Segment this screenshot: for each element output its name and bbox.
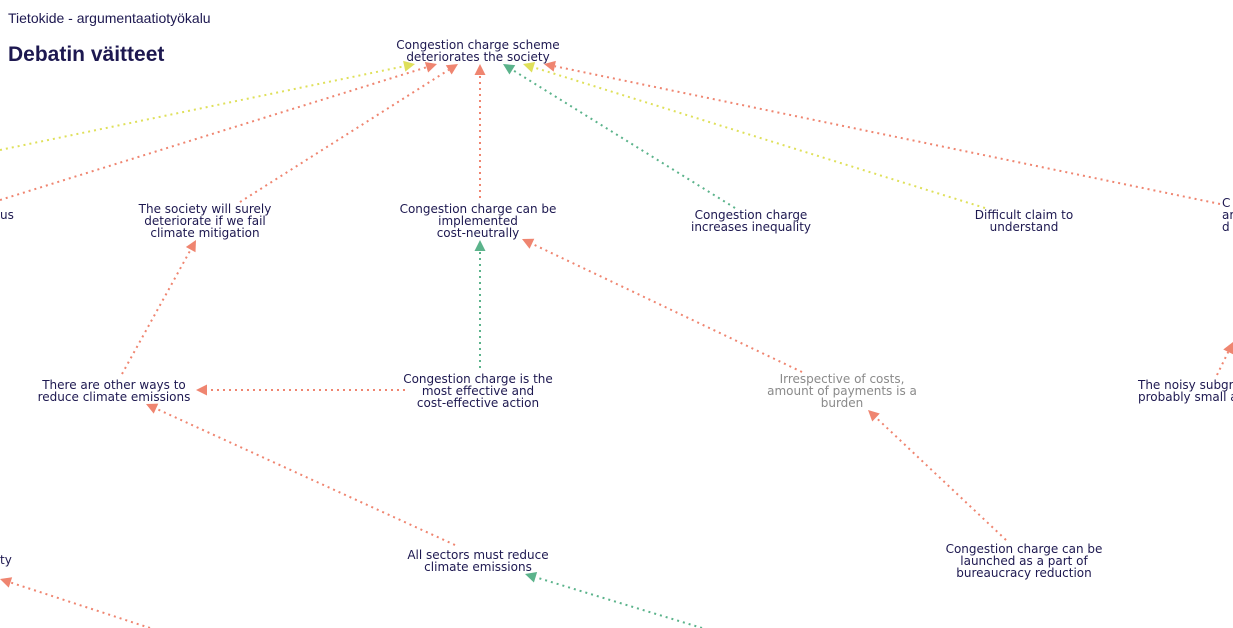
claim-node-line: Congestion charge scheme bbox=[396, 38, 559, 52]
claim-node-line: climate emissions bbox=[424, 560, 532, 574]
edge-arrowhead bbox=[196, 384, 207, 396]
claim-node-line: bureaucracy reduction bbox=[956, 566, 1092, 580]
claim-node-line: us bbox=[0, 208, 14, 222]
edge-arrowhead bbox=[146, 403, 159, 414]
edge-arrowhead bbox=[403, 60, 415, 72]
edge-attack-bureaucracy-to-burden bbox=[875, 416, 1007, 541]
claim-node-burden[interactable]: Irrespective of costs,amount of payments… bbox=[767, 372, 917, 410]
edge-attack-all-sectors-to-other-ways bbox=[155, 407, 456, 546]
edge-attack-other-ways-to-fail-mitigation bbox=[121, 249, 192, 375]
claim-node-line: Difficult claim to bbox=[975, 208, 1073, 222]
edge-attack-offscreen-left-2-to-root bbox=[0, 66, 427, 201]
claim-node-line: launched as a part of bbox=[960, 554, 1088, 568]
graph-edges bbox=[0, 60, 1233, 628]
claim-node-line: increases inequality bbox=[691, 220, 811, 234]
claim-node-line: probably small a bbox=[1138, 390, 1233, 404]
claim-node-line: The society will surely bbox=[138, 202, 272, 216]
edge-arrowhead bbox=[424, 62, 437, 73]
claim-node-line: ar bbox=[1222, 208, 1233, 222]
claim-node-line: Congestion charge bbox=[695, 208, 808, 222]
edge-arrowhead bbox=[523, 62, 536, 73]
edge-support-inequality-to-root bbox=[511, 68, 736, 209]
edge-attack-offscreen-bottom-left-to-left-ty bbox=[10, 581, 151, 628]
claim-node-line: Irrespective of costs, bbox=[780, 372, 905, 386]
claim-node-line: deteriorate if we fail bbox=[144, 214, 266, 228]
claim-node-line: Congestion charge can be bbox=[946, 542, 1103, 556]
claim-node-line: ty bbox=[0, 553, 12, 567]
edge-attack-fail-mitigation-to-root bbox=[239, 69, 450, 203]
claim-node-line: d bbox=[1222, 220, 1230, 234]
claim-node-line: There are other ways to bbox=[41, 378, 186, 392]
claim-node-line: cost-neutrally bbox=[437, 226, 520, 240]
claim-node-line: cost-effective action bbox=[417, 396, 539, 410]
edge-arrowhead bbox=[474, 64, 486, 75]
edge-arrowhead bbox=[1223, 342, 1233, 355]
claim-node-line: deteriorates the society bbox=[406, 50, 549, 64]
page-title: Debatin väitteet bbox=[8, 43, 165, 66]
edge-arrowhead bbox=[445, 64, 458, 75]
claim-node-line: reduce climate emissions bbox=[38, 390, 191, 404]
claim-node-left-us[interactable]: us bbox=[0, 208, 14, 222]
edge-attack-burden-to-cost-neutral bbox=[531, 242, 803, 373]
edge-support-offscreen-bottom-mid-to-all-sectors bbox=[535, 576, 703, 628]
claim-node-line: implemented bbox=[438, 214, 518, 228]
edge-arrowhead bbox=[0, 577, 13, 588]
edge-arrowhead bbox=[868, 410, 880, 422]
edge-arrowhead bbox=[474, 240, 486, 251]
edge-arrowhead bbox=[503, 64, 516, 75]
app-title: Tietokide - argumentaatiotyökalu bbox=[8, 10, 211, 26]
claim-node-line: Congestion charge can be bbox=[400, 202, 557, 216]
edge-arrowhead bbox=[522, 238, 535, 249]
claim-node-line: climate mitigation bbox=[150, 226, 259, 240]
claim-node-line: amount of payments is a bbox=[767, 384, 917, 398]
claim-node-line: burden bbox=[821, 396, 864, 410]
edge-attack-noisy-to-offscreen-right bbox=[1216, 351, 1230, 376]
claim-node-line: most effective and bbox=[422, 384, 534, 398]
edge-attack-right-cut-to-root bbox=[554, 65, 1221, 205]
claim-node-line: understand bbox=[990, 220, 1059, 234]
claim-node-line: All sectors must reduce bbox=[407, 548, 548, 562]
edge-arrowhead bbox=[525, 571, 538, 583]
claim-node-line: C bbox=[1222, 196, 1230, 210]
edge-neutral-difficult-to-root bbox=[533, 66, 986, 209]
claim-node-line: The noisy subgr bbox=[1137, 378, 1233, 392]
edge-arrowhead bbox=[544, 60, 556, 72]
claim-node-line: Congestion charge is the bbox=[403, 372, 553, 386]
claim-node-left-ty[interactable]: ty bbox=[0, 553, 12, 567]
edge-arrowhead bbox=[185, 240, 196, 253]
